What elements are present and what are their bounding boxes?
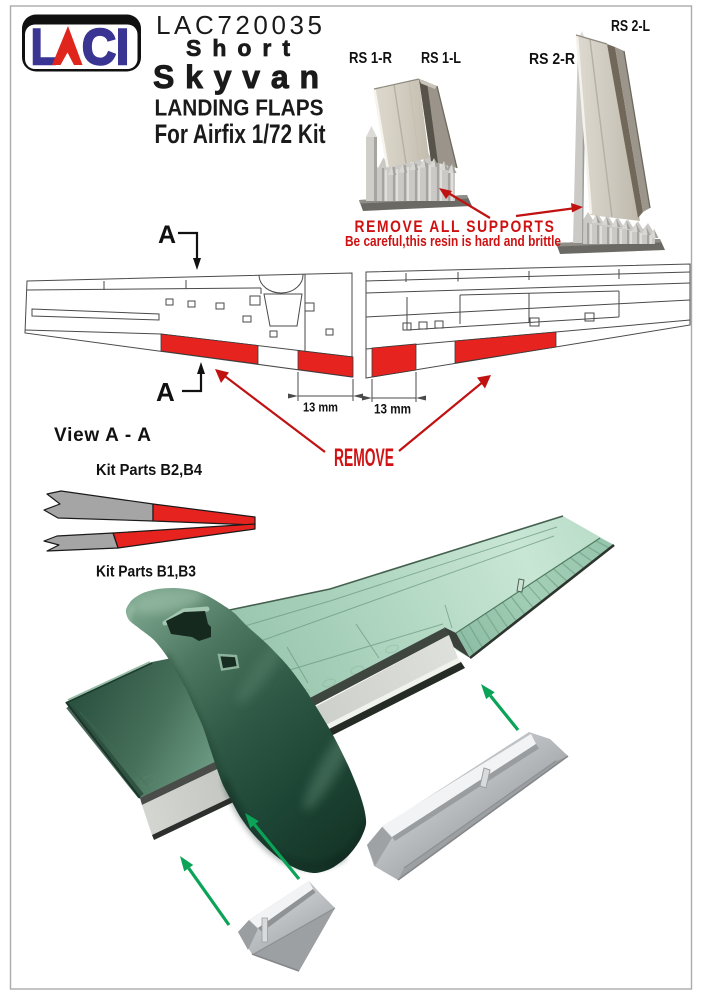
svg-text:Be careful,this resin is hard: Be careful,this resin is hard and brittl… (345, 234, 561, 250)
svg-text:A: A (158, 221, 176, 249)
svg-text:RS 1-L: RS 1-L (421, 50, 461, 67)
svg-text:CI: CI (82, 19, 129, 75)
svg-text:REMOVE: REMOVE (334, 444, 394, 472)
svg-text:A: A (156, 377, 175, 407)
svg-text:L: L (31, 19, 56, 75)
svg-text:Kit Parts B2,B4: Kit Parts B2,B4 (96, 462, 202, 479)
svg-text:Kit Parts B1,B3: Kit Parts B1,B3 (96, 564, 196, 581)
svg-text:LAC720035: LAC720035 (156, 10, 322, 40)
svg-text:13 mm: 13 mm (303, 400, 338, 415)
svg-text:REMOVE ALL SUPPORTS: REMOVE ALL SUPPORTS (355, 217, 556, 236)
svg-text:RS 2-R: RS 2-R (529, 51, 575, 68)
svg-text:Skyvan: Skyvan (153, 59, 319, 95)
svg-text:LANDING FLAPS: LANDING FLAPS (155, 95, 324, 121)
svg-text:View A - A: View A - A (54, 425, 151, 446)
svg-text:RS 1-R: RS 1-R (349, 50, 392, 67)
svg-text:13 mm: 13 mm (374, 402, 411, 417)
svg-text:For Airfix 1/72 Kit: For Airfix 1/72 Kit (155, 119, 326, 149)
svg-text:RS 2-L: RS 2-L (611, 18, 650, 35)
